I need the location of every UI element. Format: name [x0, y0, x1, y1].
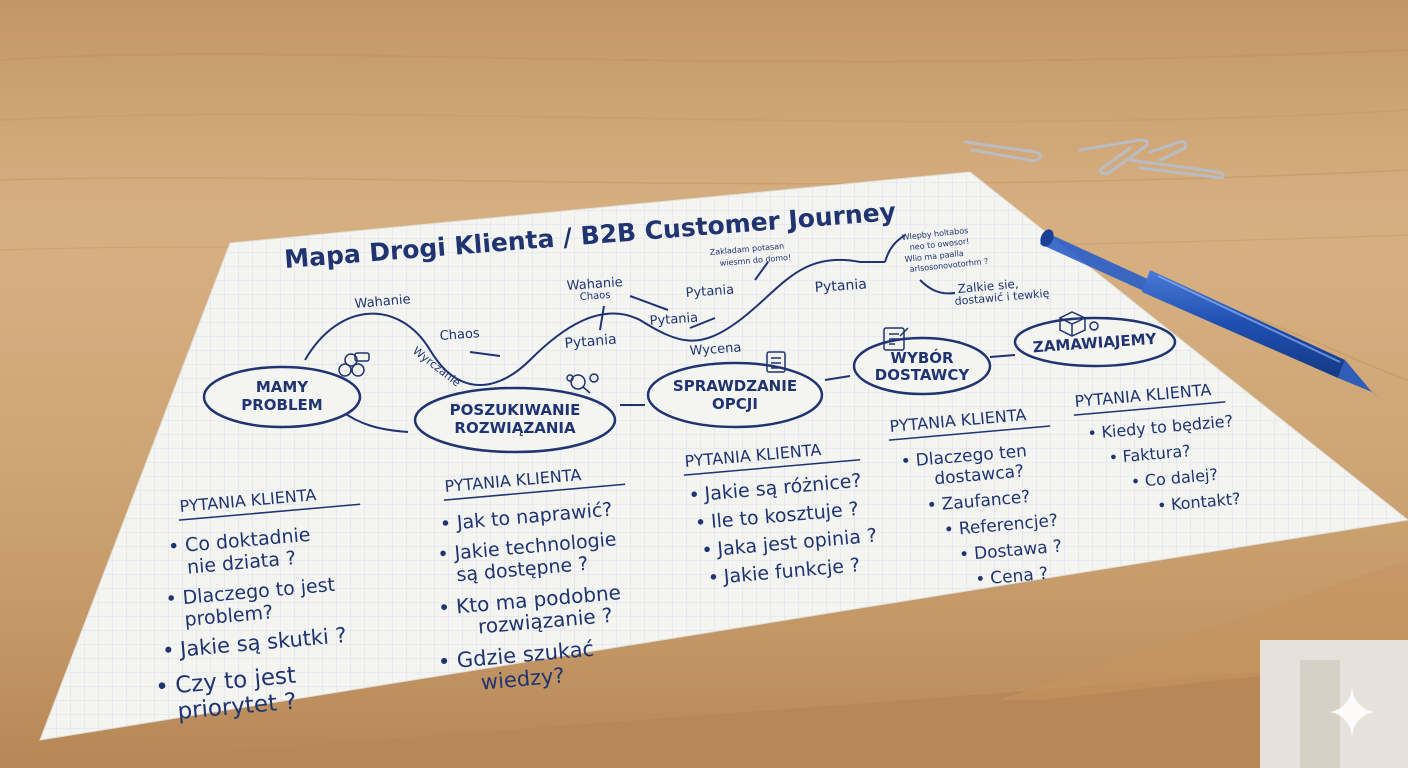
question-bullet: •	[1108, 447, 1119, 467]
clipboard-icon	[883, 327, 909, 351]
question-bullet: •	[437, 649, 451, 674]
note-zalkie: Zalkie sie,	[957, 277, 1019, 296]
box-icon	[1059, 311, 1099, 337]
question-bullet: •	[439, 513, 452, 536]
stage-label: PROBLEM	[241, 396, 322, 414]
stage-label: ROZWIĄZANIA	[454, 419, 576, 437]
note-wahanie: Wahanie	[566, 275, 623, 294]
stage-sprawdzanie: SPRAWDZANIE OPCJI	[646, 351, 824, 429]
question-bullet: •	[154, 674, 170, 701]
question-bullet: •	[1156, 495, 1167, 515]
question-bullet: •	[165, 588, 178, 611]
stage-poszukiwanie: POSZUKIWANIE ROZWIĄZANIA	[413, 373, 617, 454]
note-pytania: Pytania	[814, 276, 867, 296]
journey-notes: Wahanie Chaos Wyrczanie Wahanie Chaos Py…	[354, 226, 1050, 389]
note-chaos: Chaos	[439, 326, 480, 344]
note-pytania: Pytania	[649, 311, 698, 329]
search-icon	[566, 373, 599, 394]
question-bullet: •	[167, 535, 180, 558]
note-pytania: Pytania	[564, 332, 617, 352]
paper-clips	[963, 138, 1225, 180]
note-chaos: Chaos	[579, 290, 610, 303]
question-bullet: •	[1087, 423, 1098, 443]
stage-zamawiajemy: ZAMAWIAJEMY	[1013, 311, 1177, 368]
note-pytania: Pytania	[685, 283, 734, 301]
question-bullet: •	[707, 566, 720, 589]
stage-label: DOSTAWCY	[875, 366, 971, 384]
stage-label: OPCJI	[712, 395, 758, 413]
stage-mamy-problem: MAMY PROBLEM	[202, 352, 370, 429]
stage-label: SPRAWDZANIE	[673, 377, 797, 395]
question-bullet: •	[926, 495, 938, 516]
questions-col-2: PYTANIA KLIENTA • Jak to naprawić? • Jak…	[437, 465, 626, 695]
question-bullet: •	[975, 569, 987, 590]
question-bullet: •	[900, 451, 912, 472]
question-bullet: •	[437, 595, 451, 620]
note-wahanie: Wahanie	[354, 292, 411, 312]
question-bullet: •	[943, 520, 955, 541]
checklist-icon	[766, 351, 786, 373]
question-bullet: •	[701, 539, 714, 562]
stage-label: POSZUKIWANIE	[450, 401, 581, 419]
note-wycena: Wycena	[689, 340, 742, 359]
question-bullet: •	[437, 543, 450, 566]
question-bullet: •	[161, 638, 175, 663]
problem-icon	[338, 352, 370, 377]
question-bullet: •	[1130, 472, 1141, 492]
blue-pen	[1040, 229, 1384, 402]
journey-path	[304, 234, 1016, 433]
question-bullet: •	[958, 545, 970, 566]
sparkle-icon	[1330, 688, 1374, 736]
stage-label: WYBÓR	[890, 348, 954, 367]
stage-label: MAMY	[256, 378, 309, 396]
question-bullet: •	[688, 484, 701, 507]
stage-wybor-dostawcy: WYBÓR DOSTAWCY	[852, 327, 992, 396]
question-bullet: •	[694, 511, 707, 534]
